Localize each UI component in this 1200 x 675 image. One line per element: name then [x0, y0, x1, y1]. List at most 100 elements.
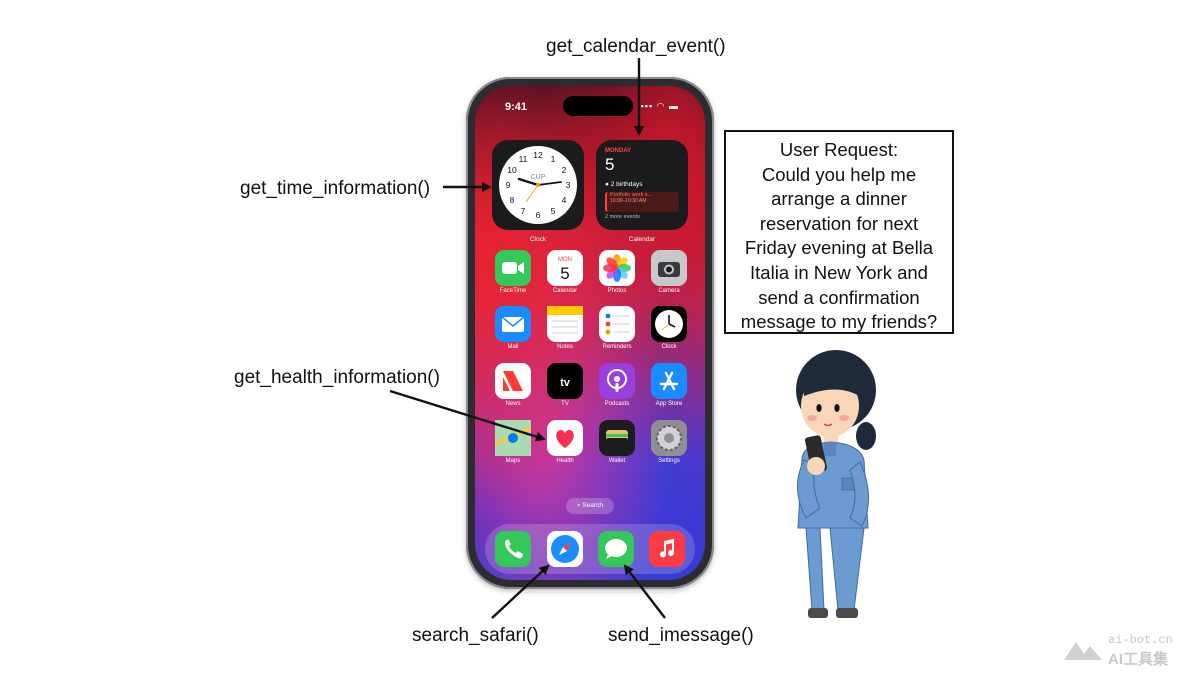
- hand: [807, 457, 825, 475]
- podcasts-app[interactable]: [599, 363, 635, 399]
- request-line: send a confirmation: [758, 286, 920, 308]
- get-time-information-label: get_time_information(): [240, 178, 431, 199]
- app-label: Settings: [658, 458, 680, 464]
- app-label: Photos: [607, 288, 627, 294]
- news-icon: [495, 363, 531, 399]
- dynamic-island: [563, 96, 633, 116]
- camera-app[interactable]: [651, 250, 687, 286]
- settings-icon: [651, 420, 687, 456]
- clock-number: 5: [551, 206, 556, 216]
- status-time: 9:41: [505, 101, 528, 113]
- request-line: Italia in New York and: [750, 261, 928, 283]
- photos-app[interactable]: [599, 250, 635, 286]
- right-shoe: [836, 608, 858, 618]
- app-label: Clock: [661, 344, 677, 350]
- mouth: [823, 423, 833, 427]
- app-label: Maps: [505, 458, 521, 464]
- app-store-app[interactable]: [651, 363, 687, 399]
- clock-number: 12: [533, 150, 543, 160]
- bangs: [804, 370, 862, 398]
- app-label: TV: [561, 401, 569, 407]
- app-label: Calendar: [552, 288, 578, 294]
- podcasts-icon: [599, 363, 635, 399]
- dock-phone-app[interactable]: [495, 531, 531, 567]
- music-icon: [660, 539, 675, 558]
- app-label: Notes: [557, 344, 573, 350]
- maps-icon: [494, 420, 532, 456]
- clock-number: 2: [562, 165, 567, 175]
- clock-number: 7: [521, 206, 526, 216]
- request-line: message to my friends?: [740, 311, 938, 333]
- clock-number: 4: [562, 195, 567, 205]
- mail-app[interactable]: [495, 306, 531, 342]
- clock-widget-label: Clock: [529, 236, 547, 243]
- app-label: Wallet: [608, 458, 626, 464]
- clock-number: 1: [551, 154, 556, 164]
- calendar-widget-day: MONDAY: [605, 148, 632, 154]
- clock-icon: [651, 306, 687, 342]
- ponytail: [856, 422, 876, 450]
- calendar-widget-event: Portfolio work s... 10:00–10:30 AM: [605, 192, 679, 212]
- maps-app[interactable]: [494, 420, 532, 456]
- clock-center: [536, 183, 540, 187]
- calendar-widget-label: Calendar: [628, 236, 656, 243]
- facetime-app[interactable]: [495, 250, 531, 286]
- notes-app[interactable]: [547, 306, 583, 342]
- settings-app[interactable]: [651, 420, 687, 456]
- wallet-app[interactable]: [599, 420, 635, 456]
- safari-icon: [551, 535, 579, 563]
- health-app[interactable]: [547, 420, 583, 456]
- clock-number: 10: [507, 165, 517, 175]
- user-request-box: User Request: Could you help me arrange …: [724, 130, 954, 334]
- app-label: Health: [556, 458, 574, 464]
- app-label: App Store: [655, 401, 683, 407]
- tv-app[interactable]: tv: [547, 363, 583, 399]
- event-time: 10:00–10:30 AM: [610, 198, 647, 204]
- app-label: Mail: [507, 344, 519, 350]
- request-line: arrange a dinner: [771, 188, 907, 210]
- clock-app[interactable]: [651, 306, 687, 342]
- photos-icon: [599, 250, 635, 286]
- left-cheek: [807, 415, 817, 421]
- neck: [824, 434, 838, 444]
- calendar-widget-date: 5: [605, 155, 615, 174]
- app-label: Reminders: [602, 344, 632, 350]
- dock: [485, 524, 695, 574]
- right-leg: [829, 527, 865, 611]
- right-cheek: [839, 415, 849, 421]
- svg-text:tv: tv: [560, 377, 571, 389]
- tv-icon: tv: [547, 363, 583, 399]
- health-icon: [547, 420, 583, 456]
- get-health-information-label: get_health_information(): [234, 367, 440, 388]
- calendar-widget-more: 2 more events: [605, 214, 640, 220]
- hour-hand: [517, 177, 540, 187]
- dock-music-app[interactable]: [649, 531, 685, 567]
- clock-number: 11: [519, 154, 528, 164]
- clock-number: 8: [510, 195, 515, 205]
- watermark-logo-icon: [1064, 642, 1102, 660]
- dock-safari-app[interactable]: [547, 531, 583, 567]
- request-line: Friday evening at Bella: [744, 237, 934, 259]
- reminders-app[interactable]: [599, 306, 635, 342]
- calendar-widget[interactable]: MONDAY 5 ● 2 birthdays Portfolio work s.…: [596, 140, 688, 230]
- app-label: Camera: [658, 288, 680, 294]
- app-label: News: [505, 401, 521, 407]
- request-heading: User Request:: [779, 139, 899, 160]
- second-hand: [525, 184, 539, 203]
- right-eye: [834, 404, 840, 412]
- calendar-widget-birthdays: ● 2 birthdays: [605, 181, 643, 188]
- clock-number: 9: [506, 180, 511, 190]
- user-illustration: [796, 350, 876, 618]
- dock-messages-app[interactable]: [598, 531, 634, 567]
- search-pill[interactable]: ⌕ Search: [566, 498, 614, 514]
- notes-icon: [547, 306, 583, 342]
- svg-text:MON: MON: [558, 257, 572, 263]
- news-app[interactable]: [495, 363, 531, 399]
- request-line: Could you help me: [761, 163, 917, 185]
